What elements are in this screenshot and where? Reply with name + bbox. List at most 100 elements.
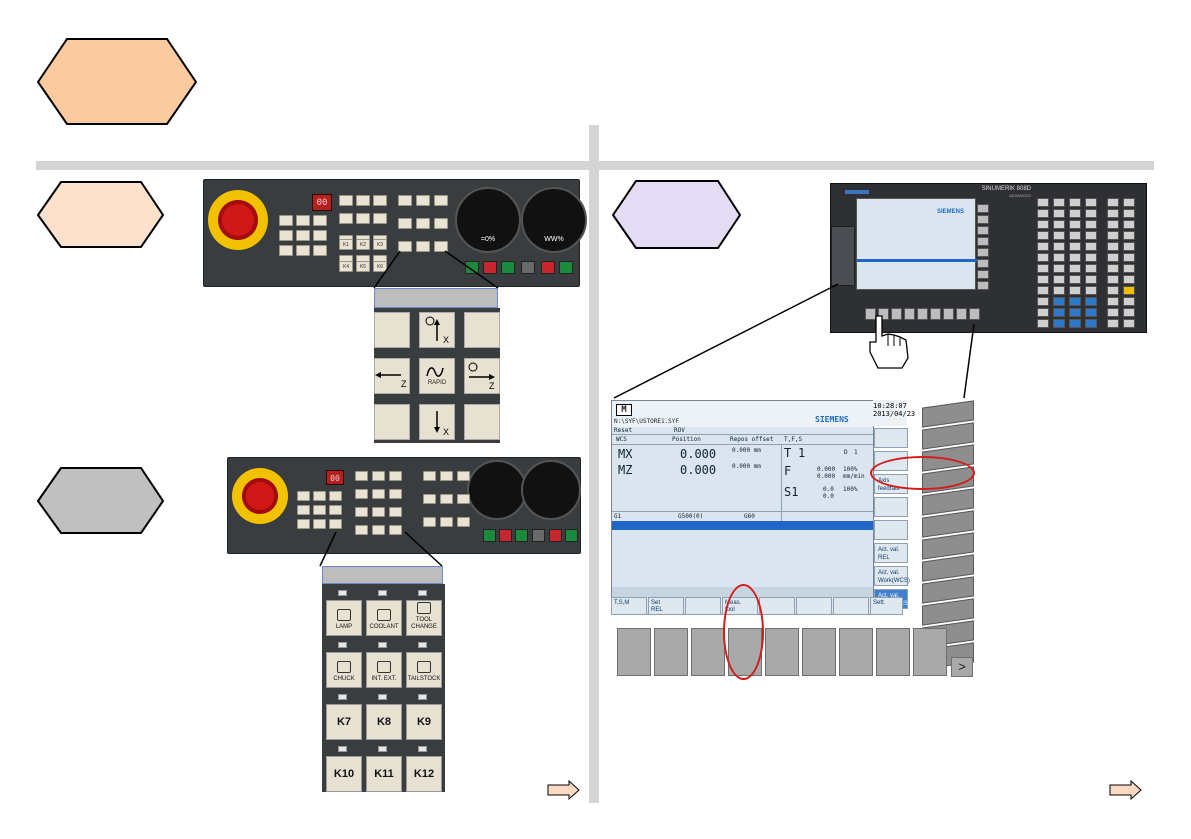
mcp-key-bottom[interactable]: [423, 494, 436, 504]
ppu-keypad-key[interactable]: [1123, 297, 1135, 306]
hw-horizontal-softkey[interactable]: [691, 628, 725, 676]
ppu-keypad-key[interactable]: [1037, 286, 1049, 295]
horizontal-softkey[interactable]: [759, 597, 795, 615]
tool-key-lamp[interactable]: LAMP: [326, 600, 362, 636]
ppu-keypad-key[interactable]: [1085, 319, 1097, 328]
ppu-keypad-key[interactable]: [1069, 286, 1081, 295]
ppu-vertical-softkey[interactable]: [977, 248, 989, 257]
mcp-cycle-button[interactable]: [501, 261, 515, 274]
mcp-key-bottom[interactable]: [457, 471, 470, 481]
ppu-keypad-key[interactable]: [1107, 231, 1119, 240]
mcp-key-bottom[interactable]: [355, 489, 368, 499]
ppu-keypad-key[interactable]: [1053, 231, 1065, 240]
mcp-key-bottom[interactable]: [355, 507, 368, 517]
ppu-keypad-key[interactable]: [1053, 297, 1065, 306]
ppu-vertical-softkey[interactable]: [977, 237, 989, 246]
ppu-keypad-key[interactable]: [1107, 264, 1119, 273]
ppu-vertical-softkey[interactable]: [977, 215, 989, 224]
mcp-cycle-button[interactable]: [521, 261, 535, 274]
mcp-cycle-button-bottom[interactable]: [515, 529, 528, 542]
mcp-key-bottom[interactable]: [329, 505, 342, 515]
hw-horizontal-softkey[interactable]: [876, 628, 910, 676]
jog-key-blank-bl[interactable]: [374, 404, 410, 440]
mcp-k-key[interactable]: K4: [339, 261, 353, 272]
mcp-key-bottom[interactable]: [440, 471, 453, 481]
jog-z-plus-key[interactable]: Z: [464, 358, 500, 394]
ppu-keypad-key[interactable]: [1037, 264, 1049, 273]
hw-horizontal-softkey[interactable]: [617, 628, 651, 676]
hw-horizontal-softkey[interactable]: [802, 628, 836, 676]
ppu-keypad-key[interactable]: [1069, 198, 1081, 207]
mcp-key-bottom[interactable]: [423, 471, 436, 481]
ppu-vertical-softkey[interactable]: [977, 270, 989, 279]
ppu-keypad-key[interactable]: [1107, 308, 1119, 317]
tool-key-tailstock[interactable]: TAILSTOCK: [406, 652, 442, 688]
ppu-horizontal-softkey[interactable]: [930, 308, 941, 320]
ppu-keypad-key[interactable]: [1037, 231, 1049, 240]
ppu-keypad-key[interactable]: [1037, 275, 1049, 284]
mcp-key-bottom[interactable]: [372, 489, 385, 499]
mcp-cycle-button-bottom[interactable]: [532, 529, 545, 542]
mcp-key-bottom[interactable]: [440, 494, 453, 504]
ppu-keypad-key[interactable]: [1107, 220, 1119, 229]
ppu-keypad-key[interactable]: [1123, 308, 1135, 317]
ppu-keypad-key[interactable]: [1069, 275, 1081, 284]
ppu-keypad-key[interactable]: [1037, 242, 1049, 251]
vertical-softkey[interactable]: Act. val. Work(WCS): [874, 566, 910, 586]
ppu-keypad-key[interactable]: [1037, 198, 1049, 207]
ppu-keypad-key[interactable]: [1053, 242, 1065, 251]
emergency-stop-button[interactable]: [218, 200, 258, 240]
ppu-keypad-key[interactable]: [1085, 297, 1097, 306]
mcp-key[interactable]: [313, 230, 327, 241]
hw-horizontal-softkey[interactable]: [839, 628, 873, 676]
vertical-softkey[interactable]: [874, 497, 908, 517]
ppu-keypad-key[interactable]: [1053, 198, 1065, 207]
mcp-key-bottom[interactable]: [313, 505, 326, 515]
mcp-k-key[interactable]: K1: [339, 239, 353, 250]
feed-override-knob[interactable]: [455, 187, 521, 253]
mcp-cycle-button[interactable]: [541, 261, 555, 274]
ppu-keypad-key[interactable]: [1107, 286, 1119, 295]
tool-key-k10[interactable]: K10: [326, 756, 362, 792]
horizontal-softkey[interactable]: Set REL: [648, 597, 684, 615]
ppu-keypad-key[interactable]: [1085, 198, 1097, 207]
mcp-key-bottom[interactable]: [355, 471, 368, 481]
ppu-keypad-key[interactable]: [1107, 253, 1119, 262]
ppu-keypad-key[interactable]: [1085, 286, 1097, 295]
mcp-key-bottom[interactable]: [372, 525, 385, 535]
ppu-horizontal-softkey[interactable]: [891, 308, 902, 320]
tool-key-k12[interactable]: K12: [406, 756, 442, 792]
mcp-key[interactable]: [296, 215, 310, 226]
mcp-key[interactable]: [356, 213, 370, 224]
mcp-cycle-button-bottom[interactable]: [499, 529, 512, 542]
ppu-keypad-key[interactable]: [1123, 264, 1135, 273]
ppu-horizontal-softkey[interactable]: [878, 308, 889, 320]
mcp-key-bottom[interactable]: [355, 525, 368, 535]
ppu-keypad-key[interactable]: [1107, 275, 1119, 284]
ppu-keypad-key[interactable]: [1123, 209, 1135, 218]
ppu-vertical-softkey[interactable]: [977, 281, 989, 290]
ppu-keypad-key[interactable]: [1069, 319, 1081, 328]
ppu-keypad-key[interactable]: [1123, 220, 1135, 229]
mcp-key[interactable]: [416, 195, 430, 206]
mcp-key[interactable]: [434, 195, 448, 206]
jog-z-minus-key[interactable]: Z: [374, 358, 410, 394]
ppu-horizontal-softkey[interactable]: [865, 308, 876, 320]
horizontal-softkey[interactable]: [833, 597, 869, 615]
ppu-horizontal-softkey[interactable]: [904, 308, 915, 320]
tool-key-chuck[interactable]: CHUCK: [326, 652, 362, 688]
hw-horizontal-softkey[interactable]: [913, 628, 947, 676]
mcp-cycle-button-bottom[interactable]: [565, 529, 578, 542]
spindle-override-knob[interactable]: [521, 187, 587, 253]
horizontal-softkey[interactable]: T,S,M: [611, 597, 647, 615]
feed-override-knob-bottom[interactable]: [467, 460, 527, 520]
ppu-horizontal-softkey[interactable]: [917, 308, 928, 320]
ppu-keypad-key[interactable]: [1085, 264, 1097, 273]
mcp-key[interactable]: [398, 218, 412, 229]
next-page-arrow-left[interactable]: [547, 780, 581, 800]
mcp-key-bottom[interactable]: [297, 491, 310, 501]
vertical-softkey[interactable]: [874, 428, 908, 448]
mcp-key[interactable]: [434, 218, 448, 229]
ppu-keypad-key[interactable]: [1085, 253, 1097, 262]
mcp-key[interactable]: [313, 245, 327, 256]
